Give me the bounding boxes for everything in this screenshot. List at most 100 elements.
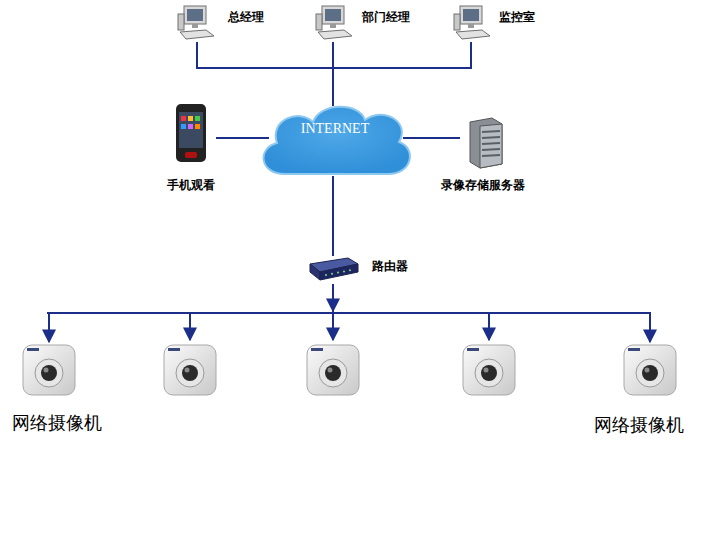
device-icon	[314, 4, 354, 42]
device-icon	[255, 98, 415, 182]
camera-node: 网络摄像机	[588, 342, 708, 440]
device-label: 网络摄像机	[594, 414, 684, 436]
router-front	[320, 264, 358, 280]
drive-bay	[482, 143, 500, 144]
camera-lens-ring	[475, 359, 503, 387]
device-icon	[308, 254, 360, 282]
phone-node: 手机观看	[156, 104, 226, 198]
camera-lens-glint	[185, 368, 190, 373]
app-tile	[195, 116, 200, 121]
camera-logo	[467, 348, 479, 351]
camera-node: 网络摄像机	[6, 342, 128, 440]
camera-lens-glint	[328, 368, 333, 373]
phone-body	[176, 104, 206, 162]
router-side	[310, 264, 320, 280]
server-case	[470, 118, 502, 168]
drive-bay	[482, 131, 500, 132]
computer-node: 部门经理	[310, 2, 425, 42]
pc-case	[178, 14, 184, 30]
drive-bay	[482, 149, 500, 150]
network-link	[332, 176, 334, 256]
keyboard	[318, 30, 352, 39]
camera-group	[164, 313, 515, 395]
phone-button	[185, 152, 197, 158]
keyboard	[456, 30, 490, 39]
phone-screen	[179, 112, 203, 148]
pc-case	[316, 14, 322, 30]
app-tile	[181, 124, 186, 129]
app-tile	[188, 124, 193, 129]
device-icon	[452, 4, 492, 42]
device-label: 录像存储服务器	[441, 178, 525, 192]
router-node: 路由器	[306, 254, 416, 284]
camera-arrow	[189, 313, 191, 340]
router-led	[331, 273, 333, 275]
device-label: INTERNET	[301, 121, 369, 138]
device-icon	[176, 4, 216, 42]
pc-case	[454, 14, 460, 30]
app-tile	[181, 116, 186, 121]
device-label: 部门经理	[362, 10, 410, 24]
device-label: 监控室	[499, 10, 535, 24]
router-led	[349, 269, 351, 271]
camera-body	[23, 345, 75, 395]
monitor	[322, 6, 344, 24]
monitor-stand	[468, 24, 474, 28]
device-icon	[622, 343, 678, 399]
camera-logo	[168, 348, 180, 351]
monitor-stand	[330, 24, 336, 28]
camera-lens	[325, 365, 341, 381]
internet-cloud: INTERNET	[255, 98, 415, 182]
device-icon	[176, 104, 206, 164]
camera-lens-ring	[636, 359, 664, 387]
device-label: 路由器	[372, 259, 408, 273]
camera-body	[307, 345, 359, 395]
device-label: 总经理	[228, 10, 264, 24]
network-link	[333, 284, 650, 342]
monitor-stand	[192, 24, 198, 28]
camera-lens-ring	[176, 359, 204, 387]
cloud-shape	[264, 107, 410, 174]
monitor	[184, 6, 206, 24]
app-tile	[195, 124, 200, 129]
screen	[325, 9, 341, 21]
computer-node: 监控室	[449, 2, 549, 42]
router-led	[337, 272, 339, 274]
device-icon	[464, 116, 504, 170]
camera-arrow	[332, 313, 334, 340]
camera-body	[164, 345, 216, 395]
screen	[463, 9, 479, 21]
camera-lens-glint	[44, 368, 49, 373]
network-link	[216, 137, 269, 139]
camera-logo	[27, 348, 39, 351]
camera-logo	[311, 348, 323, 351]
device-label: 网络摄像机	[12, 412, 102, 434]
network-link	[403, 137, 460, 139]
computer-node: 总经理	[176, 2, 276, 42]
camera-lens	[481, 365, 497, 381]
app-tile	[188, 116, 193, 121]
camera-body	[463, 345, 515, 395]
monitor	[460, 6, 482, 24]
camera-lens-glint	[484, 368, 489, 373]
network-link	[333, 42, 471, 106]
camera-lens	[41, 365, 57, 381]
server-front	[480, 124, 502, 168]
screen	[187, 9, 203, 21]
camera-lens-ring	[319, 359, 347, 387]
network-link	[197, 42, 333, 106]
drive-bay	[482, 137, 500, 138]
drive-bay	[482, 155, 500, 156]
camera-logo	[628, 348, 640, 351]
camera-lens-glint	[645, 368, 650, 373]
camera-lens	[182, 365, 198, 381]
server-node: 录像存储服务器	[432, 112, 534, 198]
camera-body	[624, 345, 676, 395]
camera-arrow	[488, 313, 490, 340]
device-icon	[21, 343, 77, 399]
keyboard	[180, 30, 214, 39]
camera-lens-ring	[35, 359, 63, 387]
router-led	[343, 270, 345, 272]
device-label: 手机观看	[167, 178, 215, 192]
